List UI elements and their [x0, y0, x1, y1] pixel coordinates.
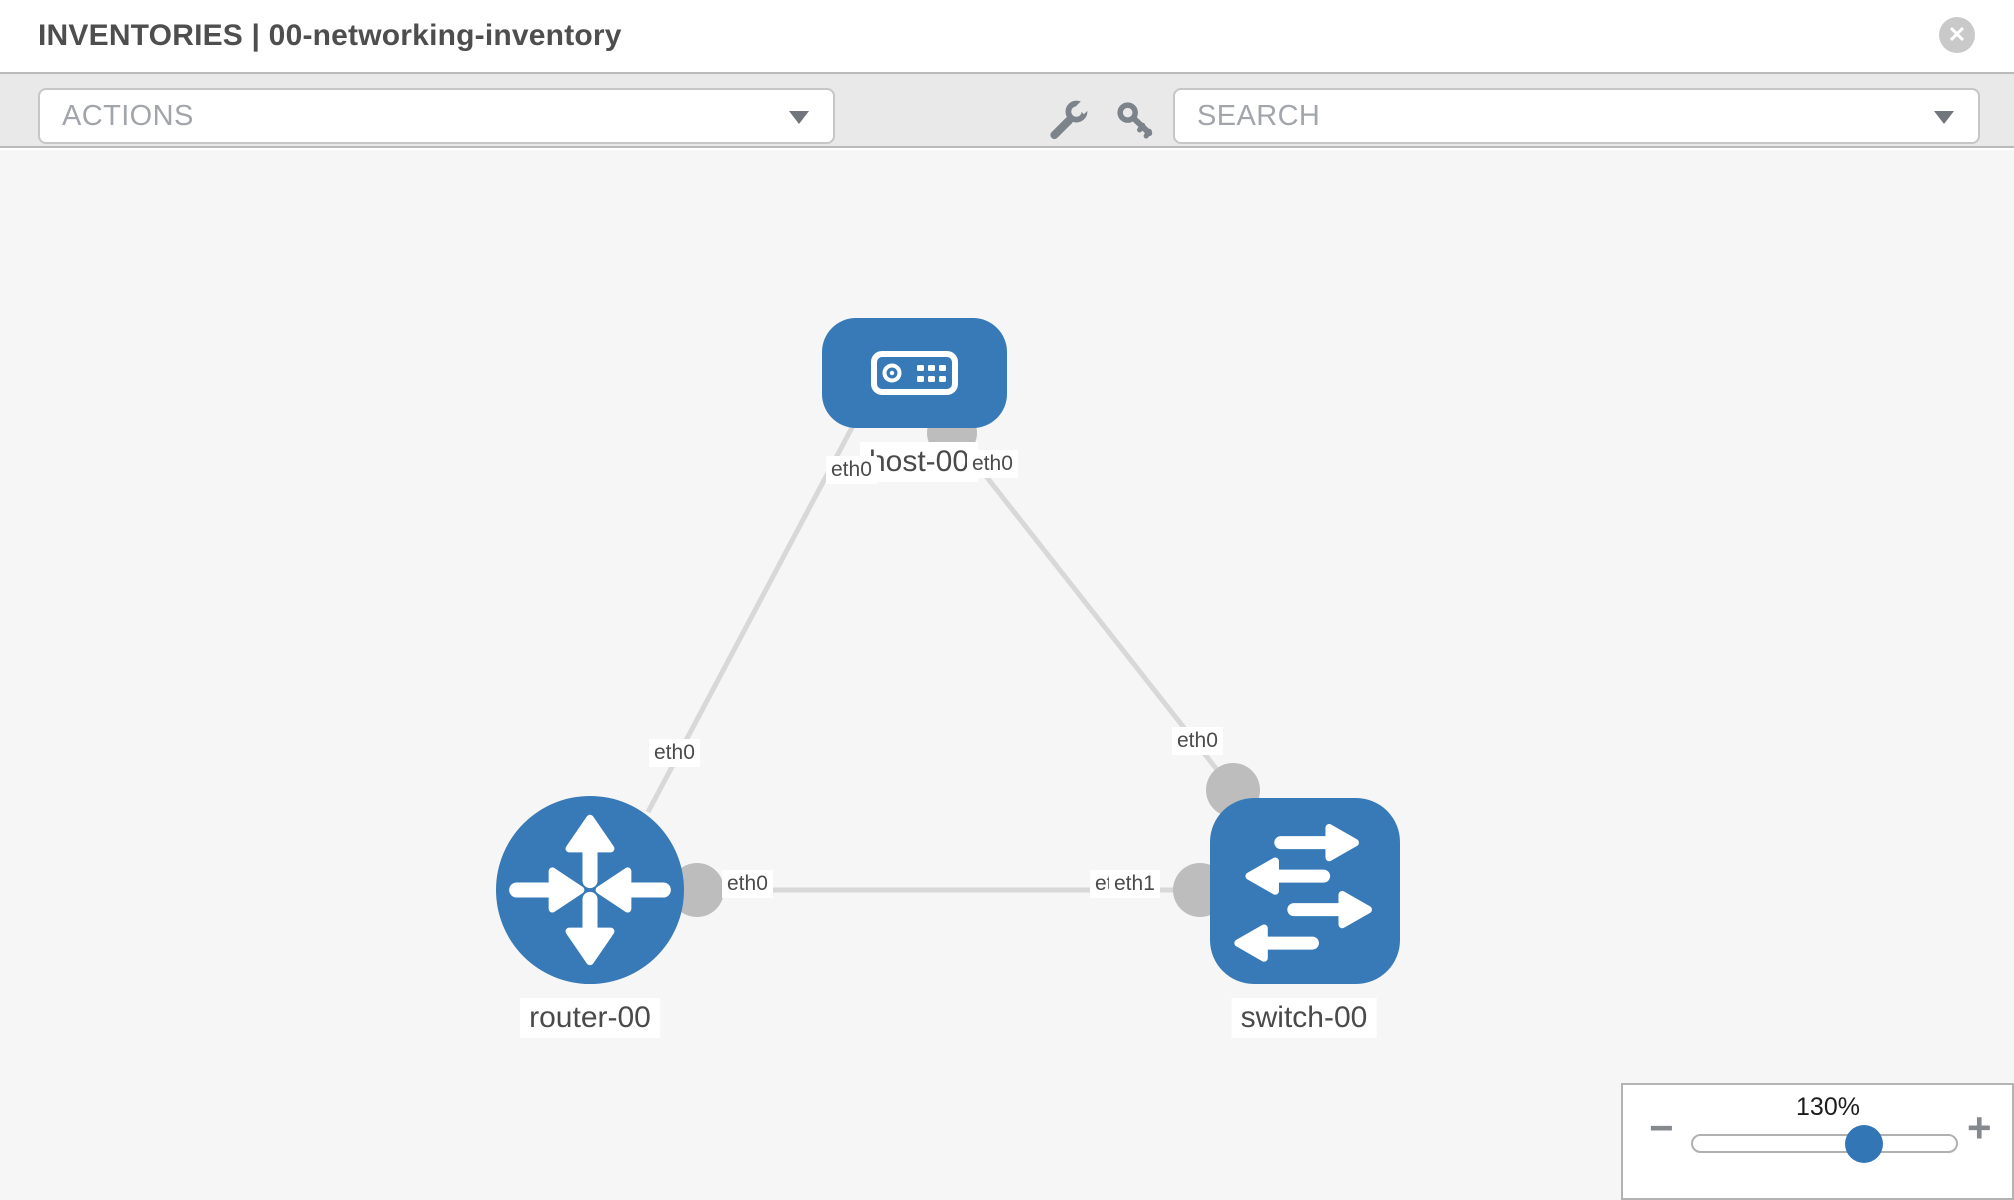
switch-icon — [1234, 824, 1372, 962]
search-dropdown[interactable]: SEARCH — [1173, 88, 1980, 144]
search-dropdown-label: SEARCH — [1197, 100, 1321, 132]
topology-links-layer — [590, 408, 1305, 917]
actions-dropdown-label: ACTIONS — [62, 100, 194, 132]
node-host-00[interactable] — [822, 318, 1007, 428]
node-label-host: host-00 — [859, 442, 979, 482]
zoom-slider-track[interactable] — [1691, 1134, 1958, 1153]
zoom-value: 130% — [1796, 1093, 1860, 1121]
node-label-router: router-00 — [520, 998, 660, 1038]
interface-label: eth1 — [1109, 870, 1160, 898]
interface-label: eth0 — [649, 739, 700, 767]
page-header: INVENTORIES | 00-networking-inventory ✕ — [0, 0, 2014, 72]
page-title: INVENTORIES | 00-networking-inventory — [38, 19, 622, 52]
close-icon[interactable]: ✕ — [1939, 17, 1975, 53]
node-switch-00[interactable] — [1210, 798, 1400, 984]
interface-label: eth0 — [826, 456, 877, 484]
chevron-down-icon — [1934, 111, 1954, 124]
actions-dropdown[interactable]: ACTIONS — [38, 88, 835, 144]
interface-label: eth0 — [722, 870, 773, 898]
zoom-in-button[interactable]: + — [1967, 1104, 1992, 1151]
chevron-down-icon — [789, 111, 809, 124]
node-router-00[interactable] — [496, 796, 684, 984]
zoom-slider-knob[interactable] — [1845, 1125, 1883, 1163]
interface-label: eth0 — [967, 450, 1018, 478]
interface-label: eth0 — [1172, 727, 1223, 755]
topology-canvas[interactable]: host-00 router-00 switch-00 eth0 eth0 et… — [0, 150, 2014, 1200]
host-icon — [871, 351, 958, 395]
toolbar: ACTIONS SEARCH — [0, 72, 2014, 148]
zoom-panel: 130% − + — [1621, 1083, 2014, 1200]
router-icon — [509, 814, 671, 966]
key-icon[interactable] — [1113, 98, 1157, 142]
port-connector — [670, 863, 724, 917]
wrench-icon[interactable] — [1046, 98, 1090, 142]
zoom-out-button[interactable]: − — [1649, 1104, 1674, 1151]
node-label-switch: switch-00 — [1231, 998, 1377, 1038]
